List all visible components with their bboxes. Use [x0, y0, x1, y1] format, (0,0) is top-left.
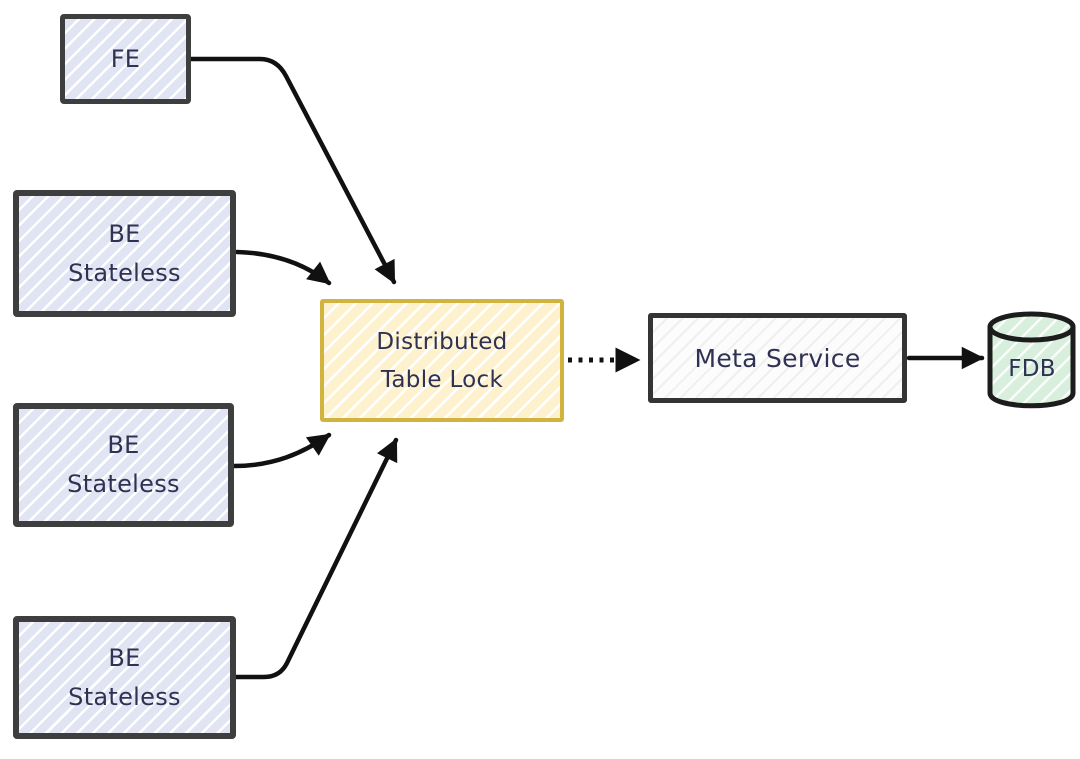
node-be3-label-line1: BE: [108, 643, 141, 672]
edge-be1-to-lock: [234, 249, 332, 286]
node-fe: FE: [60, 14, 191, 104]
node-be-stateless-1: BE Stateless: [13, 190, 236, 317]
edge-be2-to-lock: [231, 432, 332, 469]
node-fe-label: FE: [110, 45, 141, 73]
node-be1-label-line1: BE: [108, 219, 141, 248]
node-lock-label-line1: Distributed: [376, 328, 508, 355]
node-be3-label-line2: Stateless: [68, 682, 181, 711]
node-fdb-label: FDB: [1008, 356, 1056, 382]
node-be-stateless-2: BE Stateless: [13, 403, 234, 527]
node-be-stateless-3: BE Stateless: [13, 616, 236, 739]
node-be2-label-line2: Stateless: [67, 470, 180, 498]
node-meta-service: Meta Service: [648, 313, 907, 403]
edge-be3-to-lock: [233, 437, 399, 680]
node-be2-label-line1: BE: [107, 431, 140, 459]
node-distributed-table-lock: Distributed Table Lock: [320, 299, 564, 422]
node-meta-label: Meta Service: [694, 343, 861, 373]
node-be1-label-line2: Stateless: [68, 258, 181, 287]
node-lock-label-line2: Table Lock: [380, 366, 504, 393]
